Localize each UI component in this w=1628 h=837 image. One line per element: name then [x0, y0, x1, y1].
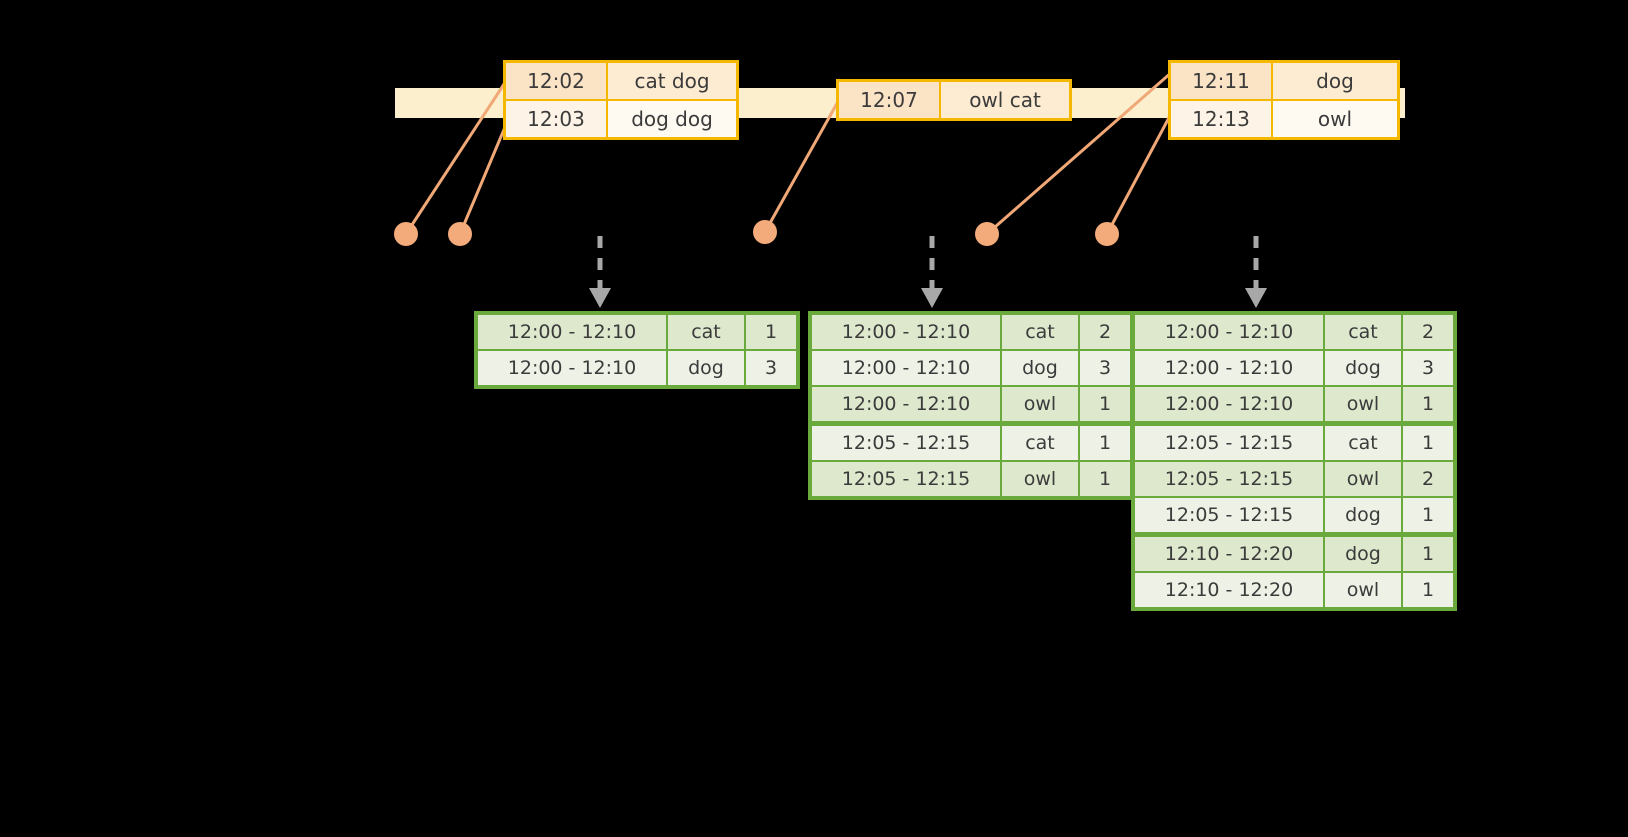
result-word: cat — [668, 315, 746, 349]
event-row: 12:07 owl cat — [839, 82, 1069, 118]
result-window: 12:10 - 12:20 — [1135, 537, 1325, 571]
result-window: 12:00 - 12:10 — [478, 315, 668, 349]
event-time: 12:13 — [1171, 101, 1273, 137]
result-window: 12:05 - 12:15 — [1135, 426, 1325, 460]
result-count: 1 — [746, 315, 796, 349]
result-count: 3 — [1403, 351, 1453, 385]
result-word: owl — [1325, 573, 1403, 607]
trigger-arrow-head — [1245, 288, 1267, 308]
event-words: dog — [1273, 63, 1397, 99]
result-word: cat — [1325, 426, 1403, 460]
result-word: cat — [1325, 315, 1403, 349]
connector-line — [1105, 111, 1174, 235]
result-window: 12:00 - 12:10 — [812, 315, 1002, 349]
event-row: 12:02 cat dog — [506, 63, 736, 99]
result-word: owl — [1002, 462, 1080, 496]
event-row: 12:03 dog dog — [506, 99, 736, 137]
result-window: 12:00 - 12:10 — [1135, 351, 1325, 385]
result-count: 1 — [1080, 426, 1130, 460]
result-count: 1 — [1080, 462, 1130, 496]
result-count: 3 — [1080, 351, 1130, 385]
result-window: 12:10 - 12:20 — [1135, 573, 1325, 607]
trigger-arrow-head — [921, 288, 943, 308]
event-time: 12:02 — [506, 63, 608, 99]
result-count: 2 — [1403, 462, 1453, 496]
result-window: 12:00 - 12:10 — [1135, 315, 1325, 349]
connector-line — [458, 119, 510, 235]
event-dot — [975, 222, 999, 246]
event-time: 12:03 — [506, 101, 608, 137]
event-row: 12:11 dog — [1171, 63, 1397, 99]
result-window: 12:05 - 12:15 — [812, 426, 1002, 460]
result-window: 12:00 - 12:10 — [812, 387, 1002, 421]
result-word: owl — [1325, 387, 1403, 421]
result-window: 12:05 - 12:15 — [812, 462, 1002, 496]
event-group-a: 12:02 cat dog 12:03 dog dog — [503, 60, 739, 140]
event-dot — [448, 222, 472, 246]
result-window: 12:00 - 12:10 — [812, 351, 1002, 385]
result-word: dog — [1325, 351, 1403, 385]
result-window: 12:05 - 12:15 — [1135, 498, 1325, 532]
event-words: cat dog — [608, 63, 736, 99]
result-word: cat — [1002, 426, 1080, 460]
connector-dots — [394, 220, 1119, 246]
event-dot — [753, 220, 777, 244]
result-window: 12:00 - 12:10 — [478, 351, 668, 385]
result-count: 1 — [1403, 573, 1453, 607]
result-count: 1 — [1403, 498, 1453, 532]
result-word: owl — [1002, 387, 1080, 421]
result-window: 12:05 - 12:15 — [1135, 462, 1325, 496]
result-word: dog — [668, 351, 746, 385]
event-words: owl cat — [941, 82, 1069, 118]
result-window: 12:00 - 12:10 — [1135, 387, 1325, 421]
event-time: 12:11 — [1171, 63, 1273, 99]
event-words: owl — [1273, 101, 1397, 137]
trigger-arrows — [589, 236, 1267, 308]
connector-line — [763, 97, 842, 233]
result-count: 2 — [1403, 315, 1453, 349]
result-word: dog — [1325, 498, 1403, 532]
trigger-arrow-head — [589, 288, 611, 308]
result-count: 1 — [1403, 387, 1453, 421]
result-count: 1 — [1403, 426, 1453, 460]
event-dot — [394, 222, 418, 246]
event-group-b: 12:07 owl cat — [836, 79, 1072, 121]
event-dot — [1095, 222, 1119, 246]
result-count: 2 — [1080, 315, 1130, 349]
event-row: 12:13 owl — [1171, 99, 1397, 137]
result-word: dog — [1325, 537, 1403, 571]
event-words: dog dog — [608, 101, 736, 137]
result-count: 3 — [746, 351, 796, 385]
event-time: 12:07 — [839, 82, 941, 118]
result-count: 1 — [1080, 387, 1130, 421]
result-word: dog — [1002, 351, 1080, 385]
result-count: 1 — [1403, 537, 1453, 571]
result-word: cat — [1002, 315, 1080, 349]
event-group-c: 12:11 dog 12:13 owl — [1168, 60, 1400, 140]
result-word: owl — [1325, 462, 1403, 496]
